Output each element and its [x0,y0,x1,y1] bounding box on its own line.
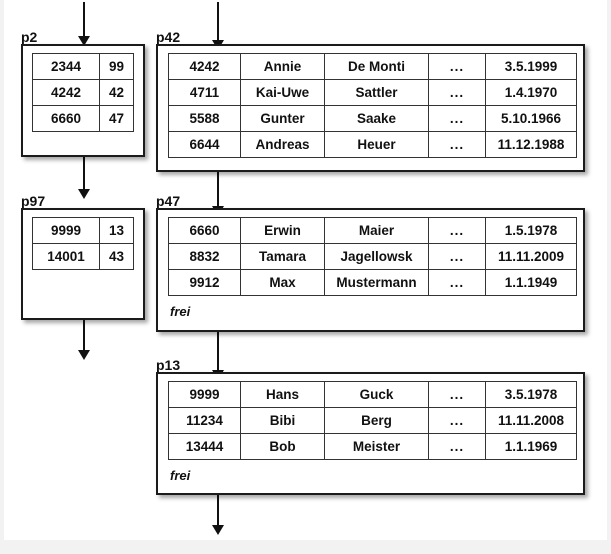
record-date: 11.11.2009 [485,243,577,270]
record-date: 11.12.1988 [485,131,577,158]
record-date: 3.5.1999 [485,53,577,80]
record-last-name: Saake [324,105,429,132]
table-row: 6660 Erwin Maier ... 1.5.1978 [168,217,577,244]
record-last-name: Mustermann [324,269,429,296]
table-row: 4711 Kai-Uwe Sattler ... 1.4.1970 [168,79,577,106]
record-first-name: Hans [240,381,325,408]
record-id: 6660 [168,217,241,244]
table-row: 13444 Bob Meister ... 1.1.1969 [168,433,577,460]
page-label-p97: p97 [21,193,46,209]
data-table-p47: 6660 Erwin Maier ... 1.5.1978 8832 Tamar… [168,217,577,296]
record-last-name: De Monti [324,53,429,80]
record-first-name: Andreas [240,131,325,158]
index-pointer: 13 [99,217,134,244]
diagram-canvas: p2 2344 99 4242 42 6660 47 p97 9999 13 [4,0,607,540]
index-pointer: 47 [99,105,134,132]
table-row: 4242 Annie De Monti ... 3.5.1999 [168,53,577,80]
record-last-name: Berg [324,407,429,434]
record-first-name: Erwin [240,217,325,244]
record-more: ... [428,131,486,158]
free-space-label-p13: frei [170,468,191,483]
index-key: 6660 [32,105,100,132]
record-more: ... [428,269,486,296]
index-table-p97: 9999 13 14001 43 [32,217,134,270]
table-row: 9999 Hans Guck ... 3.5.1978 [168,381,577,408]
record-id: 8832 [168,243,241,270]
record-date: 1.4.1970 [485,79,577,106]
table-row: 6644 Andreas Heuer ... 11.12.1988 [168,131,577,158]
table-row: 6660 47 [32,105,134,132]
table-row: 9999 13 [32,217,134,244]
page-label-p47: p47 [156,193,181,209]
record-date: 5.10.1966 [485,105,577,132]
record-first-name: Annie [240,53,325,80]
record-id: 4242 [168,53,241,80]
record-more: ... [428,217,486,244]
record-id: 4711 [168,79,241,106]
record-id: 9912 [168,269,241,296]
record-date: 1.5.1978 [485,217,577,244]
record-id: 6644 [168,131,241,158]
record-id: 11234 [168,407,241,434]
record-id: 5588 [168,105,241,132]
record-first-name: Gunter [240,105,325,132]
record-last-name: Jagellowsk [324,243,429,270]
record-last-name: Guck [324,381,429,408]
record-last-name: Maier [324,217,429,244]
record-more: ... [428,243,486,270]
record-first-name: Kai-Uwe [240,79,325,106]
free-space-label-p47: frei [170,304,191,319]
record-first-name: Tamara [240,243,325,270]
index-table-p2: 2344 99 4242 42 6660 47 [32,53,134,132]
index-key: 14001 [32,243,100,270]
record-first-name: Max [240,269,325,296]
record-more: ... [428,105,486,132]
page-label-p13: p13 [156,357,181,373]
record-more: ... [428,407,486,434]
data-table-p13: 9999 Hans Guck ... 3.5.1978 11234 Bibi B… [168,381,577,460]
record-last-name: Meister [324,433,429,460]
data-table-p42: 4242 Annie De Monti ... 3.5.1999 4711 Ka… [168,53,577,158]
record-last-name: Sattler [324,79,429,106]
table-row: 2344 99 [32,53,134,80]
record-last-name: Heuer [324,131,429,158]
record-first-name: Bob [240,433,325,460]
record-id: 9999 [168,381,241,408]
index-key: 2344 [32,53,100,80]
index-key: 9999 [32,217,100,244]
page-label-p42: p42 [156,29,181,45]
record-date: 1.1.1969 [485,433,577,460]
table-row: 5588 Gunter Saake ... 5.10.1966 [168,105,577,132]
record-first-name: Bibi [240,407,325,434]
index-pointer: 43 [99,243,134,270]
index-key: 4242 [32,79,100,106]
index-pointer: 99 [99,53,134,80]
record-more: ... [428,381,486,408]
table-row: 9912 Max Mustermann ... 1.1.1949 [168,269,577,296]
table-row: 4242 42 [32,79,134,106]
index-pointer: 42 [99,79,134,106]
record-date: 3.5.1978 [485,381,577,408]
record-date: 11.11.2008 [485,407,577,434]
table-row: 11234 Bibi Berg ... 11.11.2008 [168,407,577,434]
record-date: 1.1.1949 [485,269,577,296]
table-row: 8832 Tamara Jagellowsk ... 11.11.2009 [168,243,577,270]
record-more: ... [428,433,486,460]
record-more: ... [428,53,486,80]
table-row: 14001 43 [32,243,134,270]
record-more: ... [428,79,486,106]
page-label-p2: p2 [21,29,38,45]
record-id: 13444 [168,433,241,460]
